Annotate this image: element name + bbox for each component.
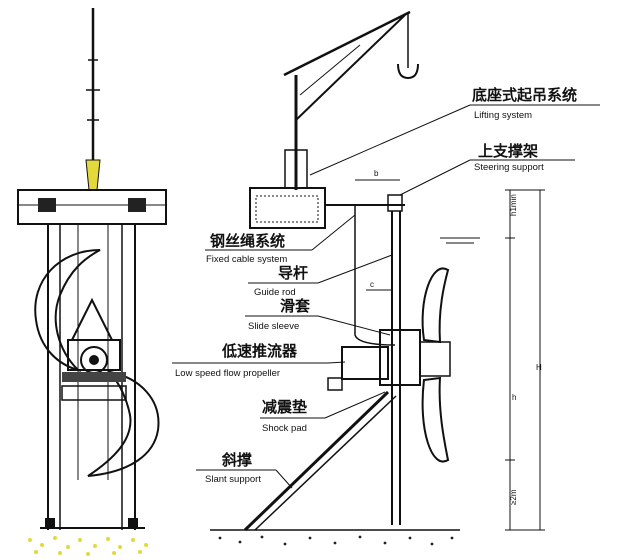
label-fixed-cable-en: Fixed cable system xyxy=(206,254,287,265)
dim-h1min: h1min xyxy=(509,194,518,216)
dim-b: b xyxy=(374,169,379,178)
label-slide-sleeve-en: Slide sleeve xyxy=(248,321,299,332)
dim-h: h xyxy=(512,393,516,402)
label-steering-en: Steering support xyxy=(474,162,544,173)
label-guide-rod-cn: 导杆 xyxy=(278,264,308,282)
side-view xyxy=(210,10,545,546)
label-slant-support-cn: 斜撑 xyxy=(221,451,252,469)
label-slide-sleeve-cn: 滑套 xyxy=(280,297,311,315)
label-shock-pad-cn: 减震垫 xyxy=(262,398,307,416)
label-propeller-cn: 低速推流器 xyxy=(221,342,298,360)
label-lifting-en: Lifting system xyxy=(474,110,532,121)
dim-c: c xyxy=(370,280,374,289)
label-propeller-en: Low speed flow propeller xyxy=(175,368,280,379)
dim-H: H xyxy=(536,363,542,372)
label-slant-support-en: Slant support xyxy=(205,474,261,485)
dim-bottom: ≥2m xyxy=(509,489,518,505)
label-shock-pad-en: Shock pad xyxy=(262,423,307,434)
label-steering-cn: 上支撑架 xyxy=(478,142,538,160)
label-guide-rod-en: Guide rod xyxy=(254,287,296,298)
label-fixed-cable-cn: 钢丝绳系统 xyxy=(210,232,285,250)
front-view xyxy=(17,8,167,556)
label-lifting-cn: 底座式起吊系统 xyxy=(472,86,577,104)
